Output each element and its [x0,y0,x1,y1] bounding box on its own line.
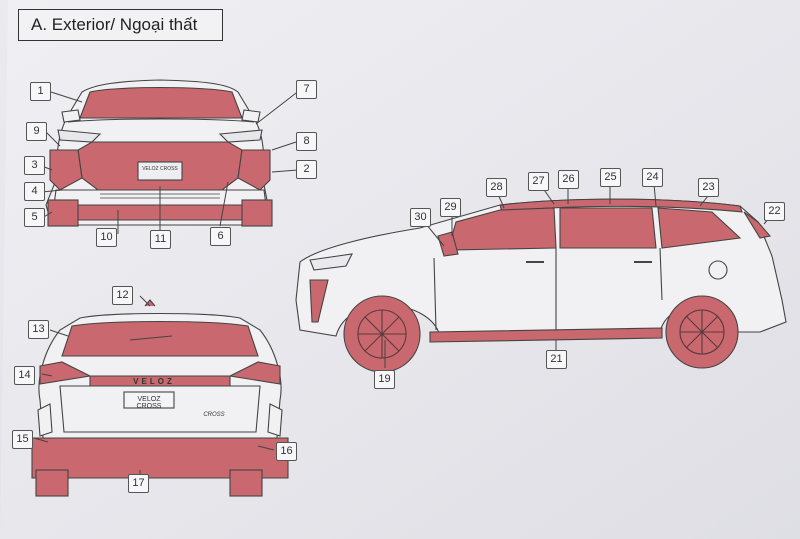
callout-25[interactable]: 25 [600,168,621,187]
rear-plate-text: VELOZ CROSS [136,396,162,410]
front-left-tire [47,199,79,227]
rear-window [61,320,259,357]
front-plate [137,161,183,181]
callout-26[interactable]: 26 [558,170,579,189]
callout-10[interactable]: 10 [96,228,117,247]
callout-29[interactable]: 29 [440,198,461,217]
callout-8[interactable]: 8 [296,132,317,151]
side-view [295,198,787,373]
callout-12[interactable]: 12 [112,286,133,305]
front-right-mirror [241,109,261,123]
rear-view [31,299,289,497]
side-mirror [437,231,459,257]
callout-22[interactable]: 22 [764,202,785,221]
front-left-mirror [61,109,81,123]
callout-21[interactable]: 21 [546,350,567,369]
section-title: A. Exterior/ Ngoại thất [18,9,223,41]
side-front-accent [309,279,329,323]
callout-14[interactable]: 14 [14,366,35,385]
callout-27[interactable]: 27 [528,172,549,191]
callout-5[interactable]: 5 [24,208,45,227]
callout-19[interactable]: 19 [374,370,395,389]
side-quarter-window [657,207,742,249]
callout-28[interactable]: 28 [486,178,507,197]
rear-badge-text: VELOZ [133,377,175,386]
rear-antenna [144,299,156,307]
callout-16[interactable]: 16 [276,442,297,461]
front-right-tire [241,199,273,227]
side-roof [499,198,743,213]
side-rear-window [559,207,657,249]
callout-3[interactable]: 3 [24,156,45,175]
front-hood-line [67,118,255,123]
front-plate-text: VELOZ CROSS [142,166,178,172]
side-fuel-cap [708,260,728,280]
rear-left-tire [35,469,69,497]
front-right-fog-pod [237,149,271,191]
callout-15[interactable]: 15 [12,430,33,449]
callout-24[interactable]: 24 [642,168,663,187]
side-front-window [447,207,557,251]
callout-1[interactable]: 1 [30,82,51,101]
callout-23[interactable]: 23 [698,178,719,197]
callout-2[interactable]: 2 [296,160,317,179]
rear-plate [123,391,175,409]
rear-right-tire [229,469,263,497]
callout-17[interactable]: 17 [128,474,149,493]
callout-13[interactable]: 13 [28,320,49,339]
callout-30[interactable]: 30 [410,208,431,227]
side-rocker [429,327,663,343]
callout-7[interactable]: 7 [296,80,317,99]
front-left-fog-pod [49,149,83,191]
side-rear-pillar [743,211,772,239]
front-view [45,79,273,227]
rear-bumper [31,437,289,479]
callout-9[interactable]: 9 [26,122,47,141]
callout-4[interactable]: 4 [24,182,45,201]
rear-tailgate [59,385,261,433]
front-windshield [79,86,243,119]
callout-6[interactable]: 6 [210,227,231,246]
rear-cross-text: CROSS [203,412,225,418]
callout-11[interactable]: 11 [150,230,171,249]
